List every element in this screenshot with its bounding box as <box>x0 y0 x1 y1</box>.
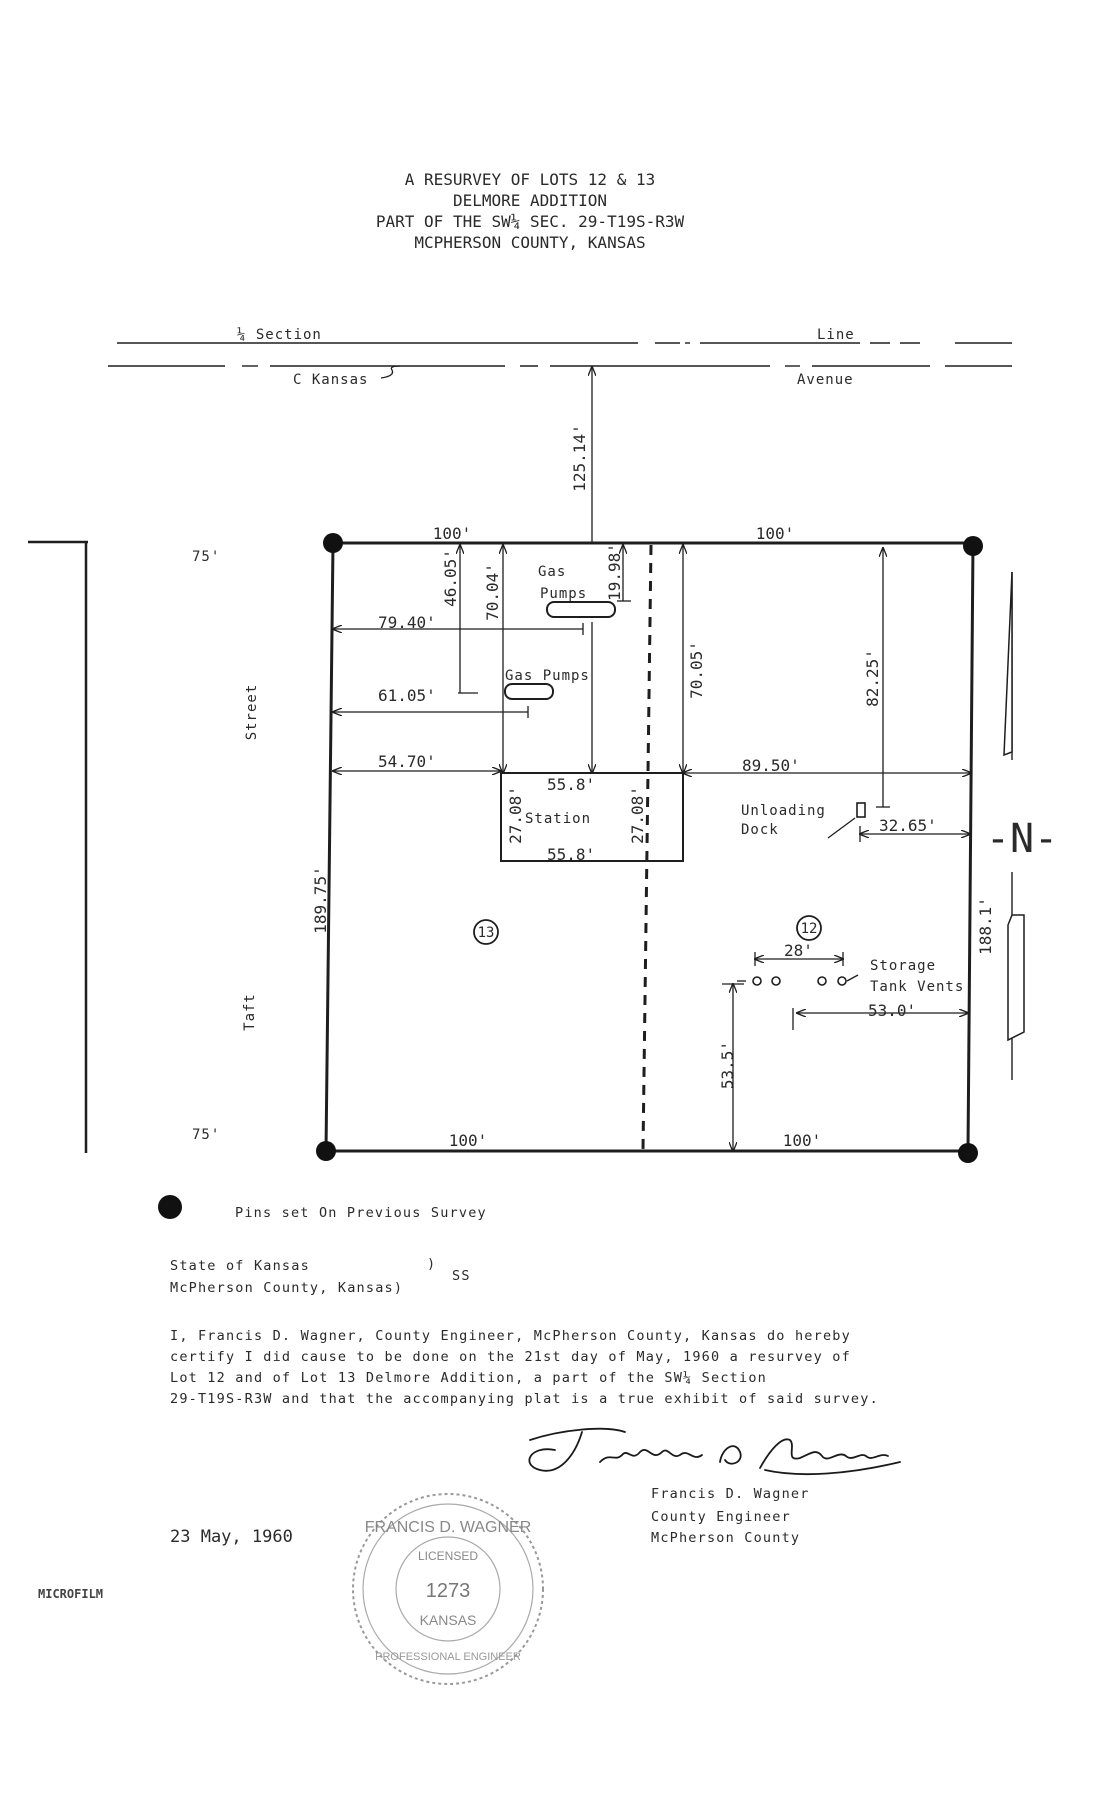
pin-sw <box>316 1141 336 1161</box>
lot-boundary <box>324 541 975 1153</box>
width-top-right: 100' <box>756 524 795 543</box>
north-label: -N- <box>986 816 1058 862</box>
signer-title: County Engineer <box>651 1509 791 1525</box>
pin-ne <box>963 536 983 556</box>
gas-pump-island-1 <box>546 601 616 618</box>
lot-12-circle <box>796 915 822 941</box>
dim-46-05: 46.05' <box>441 549 460 607</box>
cert-line-1: I, Francis D. Wagner, County Engineer, M… <box>170 1328 851 1344</box>
dim-27-08-left: 27.08' <box>506 786 525 844</box>
lot-12-number: 12 <box>801 921 818 937</box>
title-line-2: DELMORE ADDITION <box>453 191 607 210</box>
cert-line-3: Lot 12 and of Lot 13 Delmore Addition, a… <box>170 1370 767 1386</box>
svg-text:PROFESSIONAL ENGINEER: PROFESSIONAL ENGINEER <box>375 1651 521 1663</box>
svg-text:LICENSED: LICENSED <box>418 1549 478 1563</box>
dim-53-5: 53.5' <box>718 1041 737 1089</box>
microfilm-stamp: MICROFILM <box>38 1587 103 1601</box>
dim-188-1: 188.1' <box>976 897 995 955</box>
tank-vents <box>737 974 859 986</box>
street-width-top: 75' <box>192 549 220 565</box>
street-label: Street <box>244 684 260 741</box>
dim-54-70: 54.70' <box>378 752 436 771</box>
leader-arrow <box>380 365 401 379</box>
quarter-section-label: ¼ Section <box>237 327 322 343</box>
dim-125-14: 125.14' <box>570 424 589 491</box>
width-bottom-left: 100' <box>449 1131 488 1150</box>
cert-state: State of Kansas <box>170 1258 310 1274</box>
dim-55-8-bottom: 55.8' <box>547 845 595 864</box>
gas-pumps-1-label-a: Gas <box>538 564 566 580</box>
svg-text:1273: 1273 <box>426 1580 471 1602</box>
cert-county: McPherson County, Kansas) <box>170 1280 403 1296</box>
svg-text:FRANCIS D. WAGNER: FRANCIS D. WAGNER <box>365 1519 532 1536</box>
width-bottom-right: 100' <box>783 1131 822 1150</box>
title-line-1: A RESURVEY OF LOTS 12 & 13 <box>405 170 655 189</box>
signature-scribble <box>528 1427 901 1476</box>
station-label: Station <box>525 811 591 827</box>
north-arrow-icon <box>1003 571 1025 1080</box>
dim-89-50: 89.50' <box>742 756 800 775</box>
width-top-left: 100' <box>433 524 472 543</box>
dimension-lines <box>333 367 971 1151</box>
cert-ss: SS <box>452 1268 471 1284</box>
dim-53-0: 53.0' <box>868 1001 916 1020</box>
title-line-3: PART OF THE SW¼ SEC. 29-T19S-R3W <box>376 212 685 231</box>
svg-text:KANSAS: KANSAS <box>420 1612 477 1628</box>
cert-line-2: certify I did cause to be done on the 21… <box>170 1349 851 1365</box>
c-kansas-label: C Kansas <box>293 372 368 388</box>
dim-19-98: 19.98' <box>605 543 624 601</box>
dim-79-40: 79.40' <box>378 613 436 632</box>
dim-70-05: 70.05' <box>687 641 706 699</box>
line-label: Line <box>817 327 855 343</box>
unloading-label: Unloading <box>741 803 826 819</box>
signer-name: Francis D. Wagner <box>651 1486 810 1502</box>
pin-se <box>958 1143 978 1163</box>
dock-label: Dock <box>741 822 779 838</box>
dim-82-25: 82.25' <box>863 649 882 707</box>
title-block: A RESURVEY OF LOTS 12 & 13 DELMORE ADDIT… <box>376 170 685 252</box>
dim-70-04: 70.04' <box>483 563 502 621</box>
storage-label: Storage <box>870 958 936 974</box>
dim-189-75: 189.75' <box>311 866 330 933</box>
dim-27-08-right: 27.08' <box>628 786 647 844</box>
pin-nw <box>323 533 343 553</box>
dim-28: 28' <box>784 941 813 960</box>
dim-32-65: 32.65' <box>879 816 937 835</box>
dim-61-05: 61.05' <box>378 686 436 705</box>
legend-text: Pins set On Previous Survey <box>235 1205 487 1221</box>
dock-leader <box>827 817 856 839</box>
signer-county: McPherson County <box>651 1530 800 1546</box>
taft-label: Taft <box>242 993 258 1031</box>
lot-13-circle <box>473 919 499 945</box>
cert-paren: ) <box>427 1256 436 1272</box>
title-line-4: MCPHERSON COUNTY, KANSAS <box>414 233 645 252</box>
unloading-dock-marker <box>856 802 866 818</box>
certificate-date: 23 May, 1960 <box>170 1527 293 1547</box>
gas-pumps-2-label: Gas Pumps <box>505 668 590 684</box>
pin-legend-icon <box>158 1195 182 1219</box>
taft-street-line <box>28 540 88 1153</box>
gas-pump-island-2 <box>504 683 554 700</box>
avenue-label: Avenue <box>797 372 854 388</box>
engineer-seal-icon: 1273 FRANCIS D. WAGNER LICENSED KANSAS P… <box>352 1493 544 1685</box>
dim-55-8-top: 55.8' <box>547 775 595 794</box>
gas-pumps-1-label-b: Pumps <box>540 586 587 602</box>
lot-13-number: 13 <box>478 925 495 941</box>
lot-divider <box>641 544 653 1151</box>
cert-line-4: 29-T19S-R3W and that the accompanying pl… <box>170 1391 879 1407</box>
tank-vents-label: Tank Vents <box>870 979 964 995</box>
street-width-bottom: 75' <box>192 1127 220 1143</box>
